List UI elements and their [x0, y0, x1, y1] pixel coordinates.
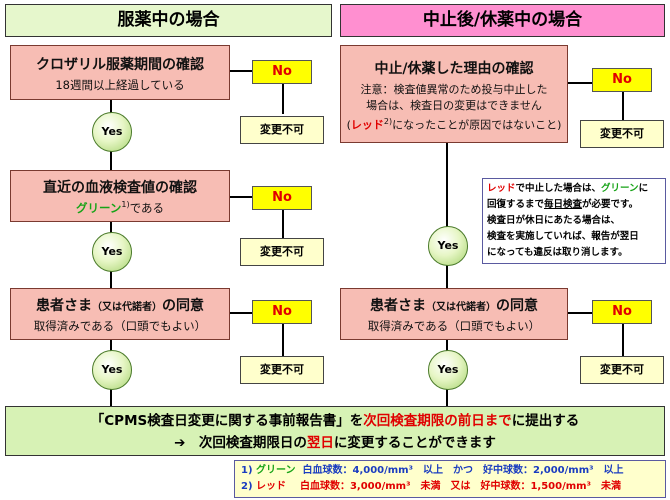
right-box-consent: 患者さま（又は代諾者）の同意 取得済みである（口頭でもよい）: [340, 288, 568, 340]
left-box-consent: 患者さま（又は代諾者）の同意 取得済みである（口頭でもよい）: [10, 288, 230, 340]
red-stop-info-box: レッドで中止した場合は、グリーンに 回復するまで毎日検査が必要です。 検査日が休…: [482, 178, 666, 264]
no-box: No: [252, 300, 312, 324]
connector: [568, 82, 592, 84]
right-box3-title-paren: （又は代諾者）: [426, 302, 496, 313]
no-change-box: 変更不可: [580, 120, 664, 148]
info-line5: になっても違反は取り消します。: [487, 247, 628, 258]
left-box3-title: 患者さま（又は代諾者）の同意: [11, 295, 229, 315]
no-change-box: 変更不可: [240, 356, 324, 384]
legend-num: 1): [241, 465, 253, 476]
legend-text: 白血球数：4,000/mm³ 以上 かつ 好中球数：2,000/mm³ 以上: [302, 465, 624, 476]
bottom-text: 「CPMS検査日変更に関する事前報告書」を: [90, 413, 364, 429]
bottom-red: 次回検査期限の前日まで: [363, 413, 512, 429]
connector: [230, 70, 252, 72]
info-text: で中止した場合は、: [515, 183, 602, 194]
no-change-box: 変更不可: [240, 238, 324, 266]
left-box2-title: 直近の血液検査値の確認: [43, 180, 197, 196]
left-box1-title: クロザリル服薬期間の確認: [36, 57, 204, 73]
bottom-line1: 「CPMS検査日変更に関する事前報告書」を次回検査期限の前日までに提出する: [6, 410, 664, 432]
yes-circle: Yes: [428, 350, 468, 390]
legend-red: レッド: [256, 481, 287, 492]
legend-row-red: 2) レッド 白血球数：3,000/mm³ 未満 又は 好中球数：1,500/m…: [241, 479, 659, 495]
no-box: No: [252, 60, 312, 84]
right-box3-sub: 取得済みである（口頭でもよい）: [367, 319, 541, 333]
no-change-box: 変更不可: [240, 116, 324, 144]
right-box1-title: 中止/休薬した理由の確認: [374, 61, 534, 77]
info-line4: 検査を実施していれば、報告が翌日: [487, 231, 639, 242]
no-box: No: [592, 300, 652, 324]
arrow-right-icon: ➔: [174, 435, 186, 451]
right-box1-note-line3: (レッド2)になったことが原因ではないこと): [341, 114, 567, 134]
connector: [230, 312, 252, 314]
bottom-result-box: 「CPMS検査日変更に関する事前報告書」を次回検査期限の前日までに提出する ➔ …: [5, 406, 665, 456]
yes-circle: Yes: [92, 112, 132, 152]
right-box3-title-tail: の同意: [496, 298, 538, 314]
legend-row-green: 1) グリーン 白血球数：4,000/mm³ 以上 かつ 好中球数：2,000/…: [241, 463, 659, 479]
left-box3-title-paren: （又は代諾者）: [92, 302, 162, 313]
no-change-box: 変更不可: [580, 356, 664, 384]
paren-open: (: [346, 118, 351, 132]
legend-num: 2): [241, 481, 253, 492]
footnote-ref-1: 1): [121, 200, 130, 210]
left-box1-sub: 18週間以上経過している: [55, 78, 185, 92]
connector: [282, 210, 284, 238]
connector: [282, 84, 284, 114]
left-box-blood-test: 直近の血液検査値の確認 グリーン1)である: [10, 170, 230, 222]
connector: [230, 196, 252, 198]
left-box3-sub: 取得済みである（口頭でもよい）: [33, 319, 207, 333]
connector: [446, 143, 448, 288]
right-box1-note: 注意：検査値異常のため投与中止した 場合は、検査日の変更はできません (レッド2…: [341, 82, 567, 134]
right-box3-title: 患者さま（又は代諾者）の同意: [341, 295, 567, 315]
yes-circle: Yes: [92, 232, 132, 272]
info-text: に: [638, 183, 649, 194]
left-box3-title-main: 患者さま: [36, 298, 92, 314]
no-box: No: [592, 68, 652, 92]
bottom-red: 翌日: [306, 435, 334, 451]
info-red: レッド: [487, 183, 516, 194]
info-line2: 回復するまで毎日検査が必要です。: [487, 197, 661, 213]
info-underline: 毎日検査: [544, 199, 583, 210]
right-box1-note-line1: 注意：検査値異常のため投与中止した: [360, 83, 548, 96]
left-box-period-check: クロザリル服薬期間の確認 18週間以上経過している: [10, 45, 230, 100]
footnote-ref-2: 2): [383, 117, 393, 126]
info-green: グリーン: [601, 183, 639, 194]
left-box3-title-tail: の同意: [162, 298, 204, 314]
bottom-text: に変更することができます: [333, 435, 496, 451]
yes-circle: Yes: [428, 226, 468, 266]
right-box1-note-line2: 場合は、検査日の変更はできません: [366, 99, 542, 112]
no-box: No: [252, 186, 312, 210]
bottom-text: に提出する: [511, 413, 580, 429]
info-line3: 検査日が休日にあたる場合は、: [487, 215, 621, 226]
connector: [622, 92, 624, 120]
legend-text: 白血球数：3,000/mm³ 未満 又は 好中球数：1,500/mm³ 未満: [299, 481, 621, 492]
connector: [568, 312, 592, 314]
info-text: が必要です。: [582, 199, 639, 210]
green-label: グリーン: [75, 201, 122, 215]
bottom-text: 次回検査期限日の: [198, 435, 307, 451]
left-box2-sub-tail: である: [129, 201, 165, 215]
right-box1-note-tail: になったことが原因ではないこと): [392, 118, 562, 132]
right-box3-title-main: 患者さま: [370, 298, 426, 314]
legend-box: 1) グリーン 白血球数：4,000/mm³ 以上 かつ 好中球数：2,000/…: [234, 460, 666, 498]
yes-circle: Yes: [92, 350, 132, 390]
left-box2-sub: グリーン1)である: [11, 200, 229, 216]
red-label: レッド: [350, 118, 384, 132]
connector: [622, 324, 624, 356]
bottom-line2: ➔ 次回検査期限日の翌日に変更することができます: [6, 432, 664, 454]
connector: [282, 324, 284, 356]
header-left: 服薬中の場合: [5, 4, 332, 37]
right-box-reason-check: 中止/休薬した理由の確認 注意：検査値異常のため投与中止した 場合は、検査日の変…: [340, 45, 568, 143]
header-right: 中止後/休薬中の場合: [340, 4, 665, 37]
info-text: 回復するまで: [487, 199, 545, 210]
legend-green: グリーン: [256, 465, 296, 476]
info-line1: レッドで中止した場合は、グリーンに: [487, 181, 661, 197]
